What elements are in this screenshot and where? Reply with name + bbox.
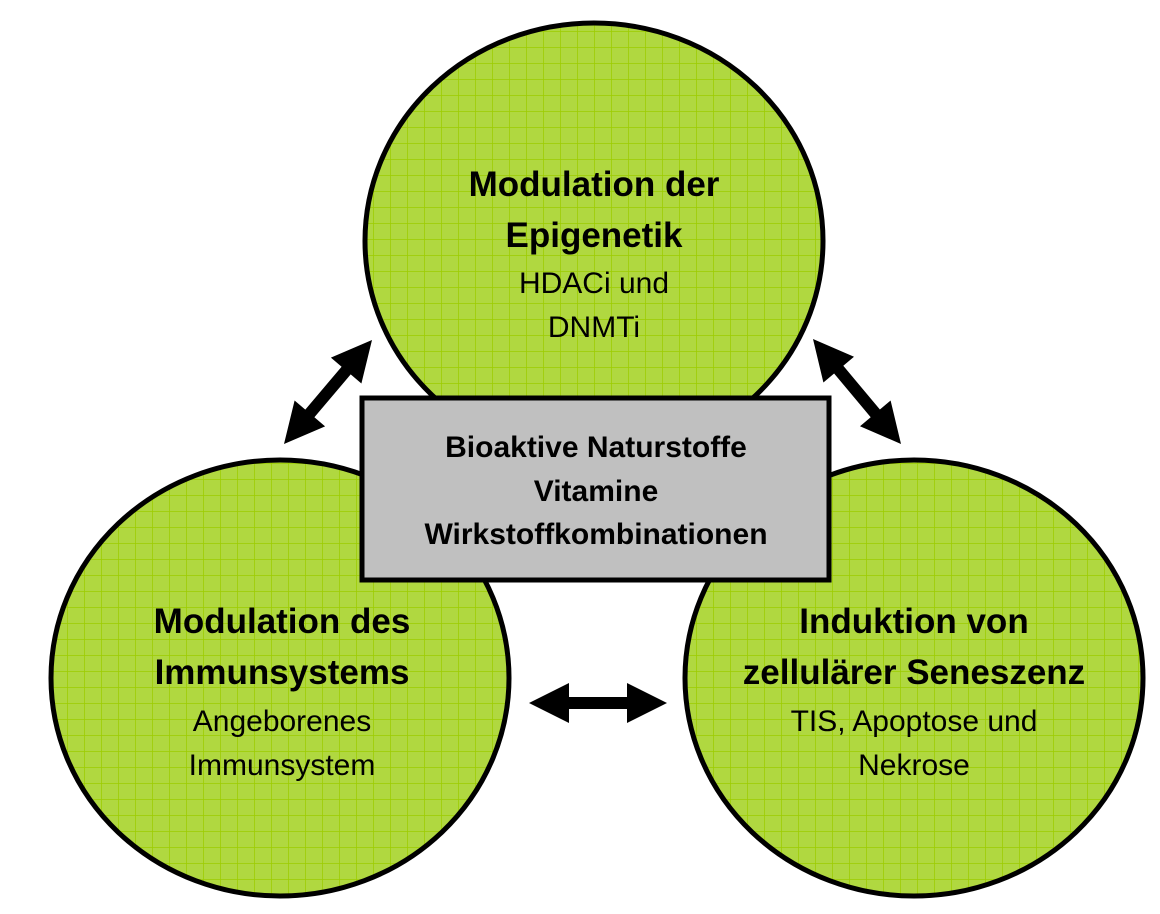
node-subtitle-line: Nekrose [858, 749, 970, 782]
node-subtitle-line: Immunsystem [189, 749, 376, 782]
arrows [284, 339, 901, 723]
node-subtitle-line: HDACi und [519, 267, 669, 300]
center-box-rect [359, 395, 832, 583]
node-seneszenz: Induktion von zellulärer Seneszenz TIS, … [682, 457, 1146, 899]
node-title-line: Immunsystems [155, 653, 410, 692]
node-subtitle-line: TIS, Apoptose und [791, 705, 1038, 738]
node-title-line: Modulation des [154, 602, 411, 641]
double-arrow-icon-left-right [529, 683, 667, 723]
node-title-line: Epigenetik [506, 216, 684, 255]
center-box-line: Vitamine [534, 475, 659, 508]
center-box: Bioaktive Naturstoffe Vitamine Wirkstoff… [359, 395, 832, 583]
node-subtitle-line: Angeborenes [193, 705, 371, 738]
center-box-line: Wirkstoffkombinationen [424, 518, 767, 551]
center-box-line: Bioaktive Naturstoffe [445, 431, 747, 464]
double-arrow-icon-top-left [284, 340, 372, 444]
node-subtitle-line: DNMTi [548, 311, 640, 344]
node-epigenetik: Modulation der Epigenetik HDACi und DNMT… [362, 20, 826, 462]
double-arrow-icon-top-right [813, 339, 901, 444]
node-title-line: Induktion von [799, 602, 1028, 641]
node-title-line: zellulärer Seneszenz [743, 653, 1085, 692]
node-title-line: Modulation der [469, 165, 720, 204]
